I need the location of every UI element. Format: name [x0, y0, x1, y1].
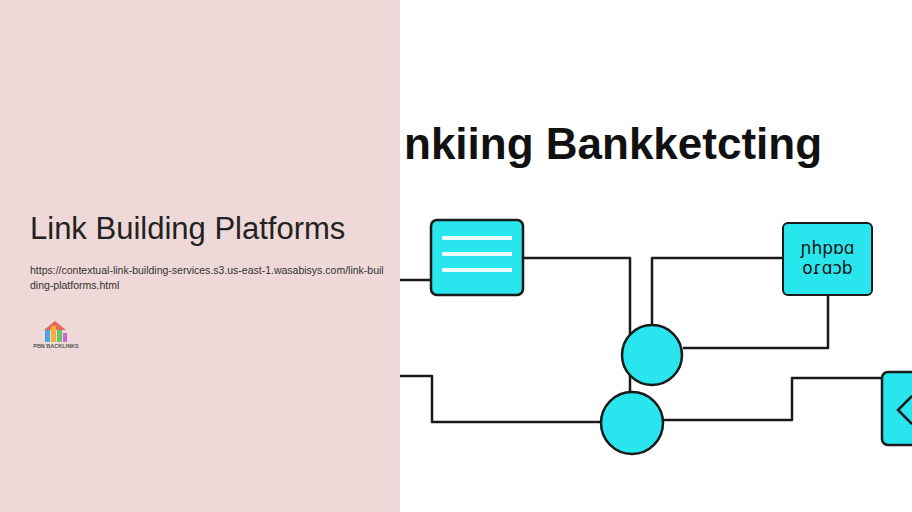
logo-text: PBN BACKLINKS: [26, 343, 86, 351]
circle-node: [622, 325, 682, 385]
wire: [523, 258, 630, 395]
box-text: ɲhpɒɑ oɾɑɔb: [790, 239, 865, 278]
wire: [400, 376, 600, 422]
partial-box: [882, 372, 912, 445]
wire: [652, 258, 782, 330]
left-panel: [0, 0, 400, 512]
banner-heading: nkiing Bankketcting: [404, 112, 822, 176]
right-panel: [400, 0, 912, 512]
page-title: Link Building Platforms: [30, 211, 345, 247]
wire: [400, 279, 432, 282]
source-url: https://contextual-link-building-service…: [30, 263, 388, 293]
process-box: ɲhpɒɑ oɾɑɔb: [782, 222, 873, 296]
logo-icon: [44, 321, 67, 342]
list-box: [431, 220, 523, 295]
circle-node: [601, 392, 663, 454]
wire: [683, 296, 828, 348]
wire: [663, 378, 882, 420]
